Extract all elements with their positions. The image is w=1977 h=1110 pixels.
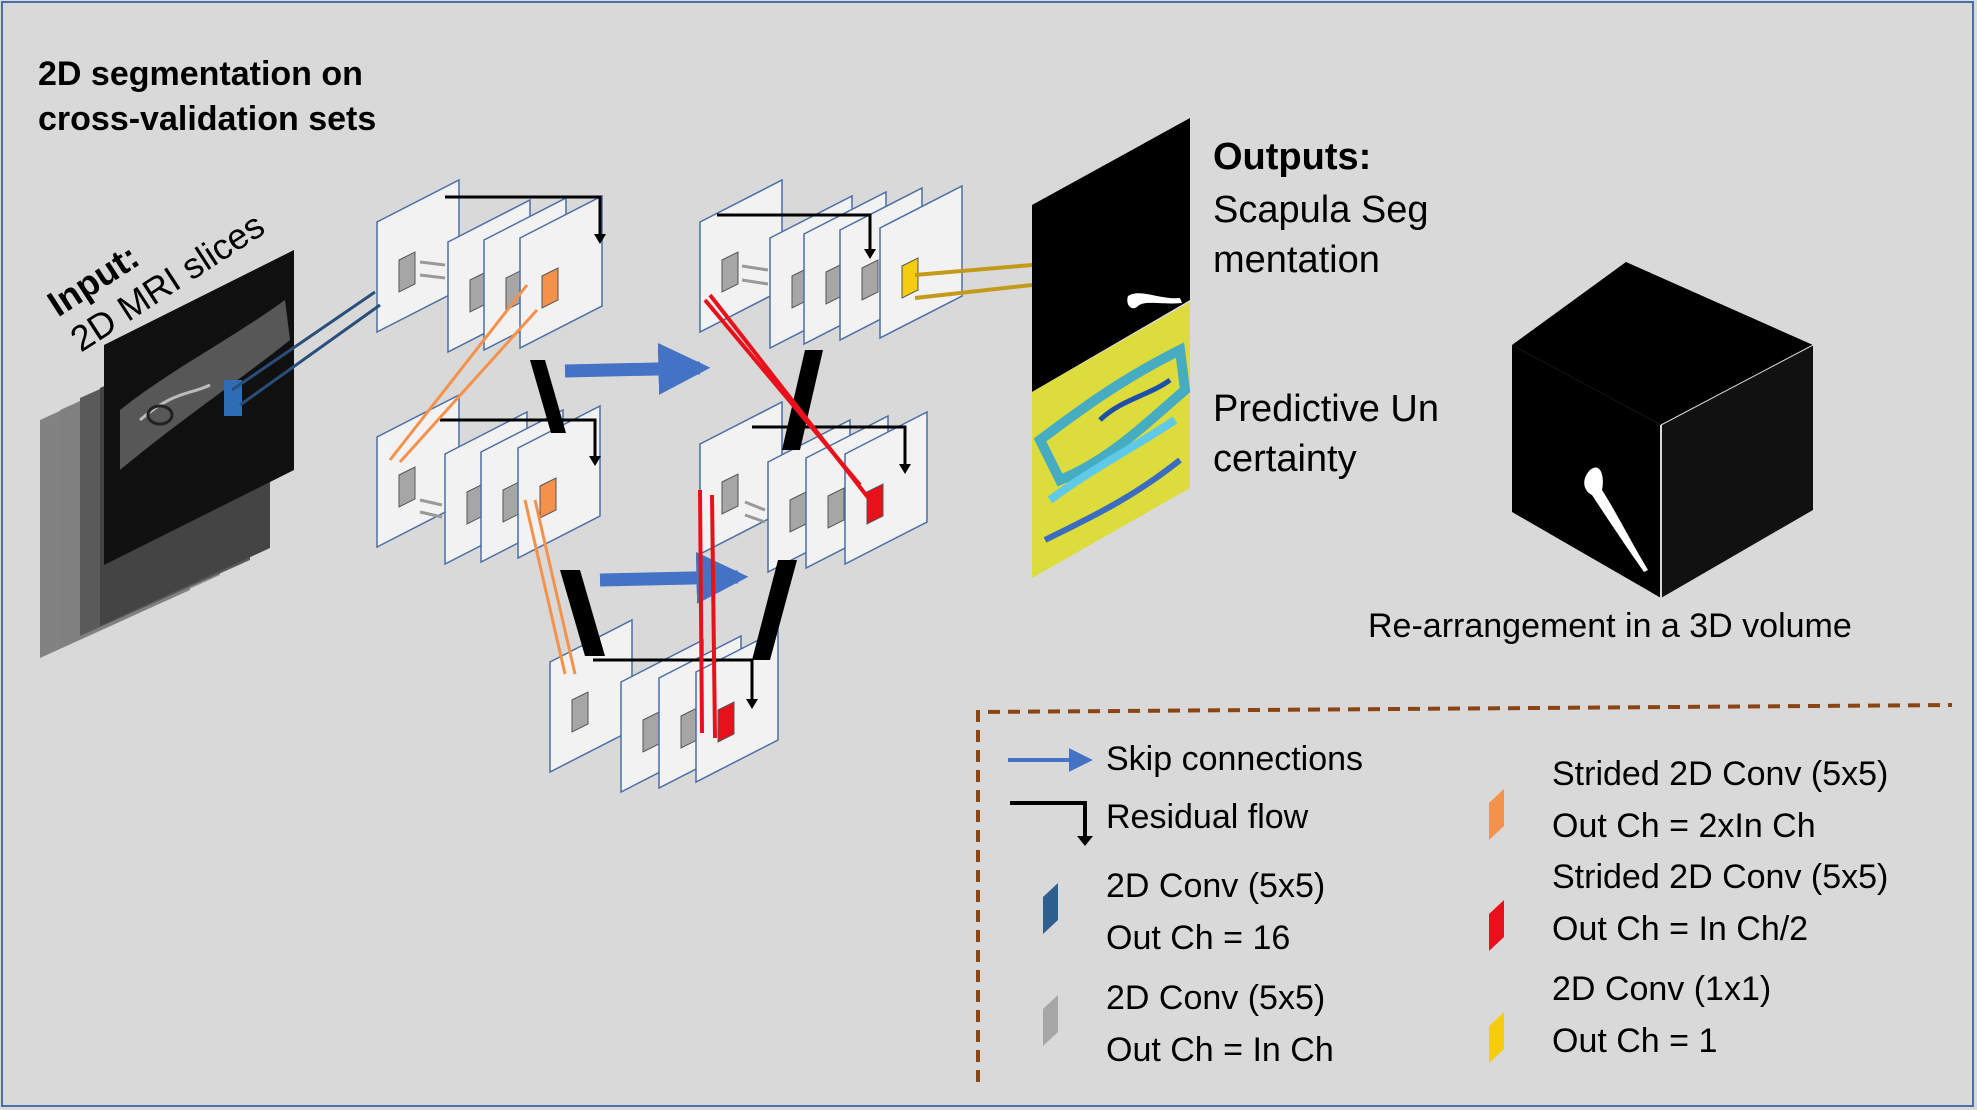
unet-layers xyxy=(376,178,963,794)
conv-kernel-patch xyxy=(717,701,735,743)
legend-line: 2D Conv (5x5) xyxy=(1106,867,1326,905)
legend-box xyxy=(976,703,1953,1082)
legend-line: Out Ch = 2xIn Ch xyxy=(1552,807,1816,845)
legend-line: Strided 2D Conv (5x5) xyxy=(1552,858,1889,896)
legend-label-strided-down: Strided 2D Conv (5x5) Out Ch = In Ch/2 xyxy=(1552,851,1888,955)
legend-label-conv-inch: 2D Conv (5x5) Out Ch = In Ch xyxy=(1106,972,1334,1076)
output-label-segmentation: Scapula Segmentation xyxy=(1213,189,1429,281)
kernel-link-line xyxy=(419,510,443,519)
conv-kernel-patch xyxy=(901,257,919,299)
feature-map-sheet xyxy=(879,184,963,340)
output-segmentation-image xyxy=(1032,118,1190,392)
residual-flow-arrow xyxy=(717,213,872,255)
output-label-uncertainty: Predictive Uncertainty xyxy=(1213,388,1439,480)
residual-arrow-head xyxy=(864,249,876,259)
kernel-projection-lines xyxy=(231,263,1033,739)
residual-arrow-head xyxy=(899,464,911,474)
figure-title: 2D segmentation on cross-validation sets xyxy=(38,52,376,142)
3d-volume-cube xyxy=(1512,262,1814,598)
title-line-2: cross-validation sets xyxy=(38,100,377,138)
feature-map-sheet xyxy=(695,628,779,784)
legend-label-residual: Residual flow xyxy=(1106,798,1309,836)
conv-kernel-patch xyxy=(721,251,739,293)
conv-kernel-patch xyxy=(861,259,879,301)
legend-label-conv16: 2D Conv (5x5) Out Ch = 16 xyxy=(1106,860,1325,964)
legend-label-skip: Skip connections xyxy=(1106,740,1364,778)
kernel-link-line xyxy=(419,273,446,280)
conv-kernel-patch xyxy=(539,477,557,519)
kernel-link-line xyxy=(741,264,769,272)
legend-line: Out Ch = 16 xyxy=(1106,919,1291,957)
residual-arrow-head xyxy=(746,699,758,709)
conv-kernel-patch xyxy=(398,251,416,293)
legend-line: Out Ch = In Ch xyxy=(1106,1031,1334,1069)
kernel-link-line xyxy=(741,278,769,286)
kernel-link-line xyxy=(419,498,443,507)
cube-caption: Re-arrangement in a 3D volume xyxy=(1368,607,1852,645)
residual-flow-arrow xyxy=(445,195,602,240)
conv-kernel-patch xyxy=(827,487,845,529)
vertical-connectors xyxy=(530,350,823,660)
legend-label-conv1x1: 2D Conv (1x1) Out Ch = 1 xyxy=(1552,963,1771,1067)
residual-arrow-head xyxy=(594,234,606,244)
legend-line: Out Ch = 1 xyxy=(1552,1022,1718,1060)
conv-kernel-patch xyxy=(721,473,739,515)
mri-slice-stack xyxy=(40,250,294,658)
legend-line: 2D Conv (1x1) xyxy=(1552,970,1772,1008)
outputs-title: Outputs: xyxy=(1213,136,1372,178)
feature-map-sheet xyxy=(376,178,460,334)
legend-line: Out Ch = In Ch/2 xyxy=(1552,910,1809,948)
conv-kernel-patch xyxy=(398,466,416,508)
legend-line: Strided 2D Conv (5x5) xyxy=(1552,755,1889,793)
feature-map-sheet xyxy=(519,194,603,350)
kernel-link-line xyxy=(744,500,766,512)
legend-line: 2D Conv (5x5) xyxy=(1106,979,1326,1017)
conv-kernel-patch xyxy=(571,691,589,733)
output-uncertainty-image xyxy=(1032,302,1191,578)
title-line-1: 2D segmentation on xyxy=(38,55,363,93)
kernel-link-line xyxy=(744,513,766,524)
conv-kernel-patch xyxy=(541,267,559,309)
residual-arrow-head xyxy=(589,456,601,466)
conv-kernel-patch xyxy=(866,483,884,525)
legend-label-strided-up: Strided 2D Conv (5x5) Out Ch = 2xIn Ch xyxy=(1552,748,1888,852)
kernel-link-line xyxy=(419,260,446,267)
residual-flow-arrow xyxy=(440,418,597,462)
